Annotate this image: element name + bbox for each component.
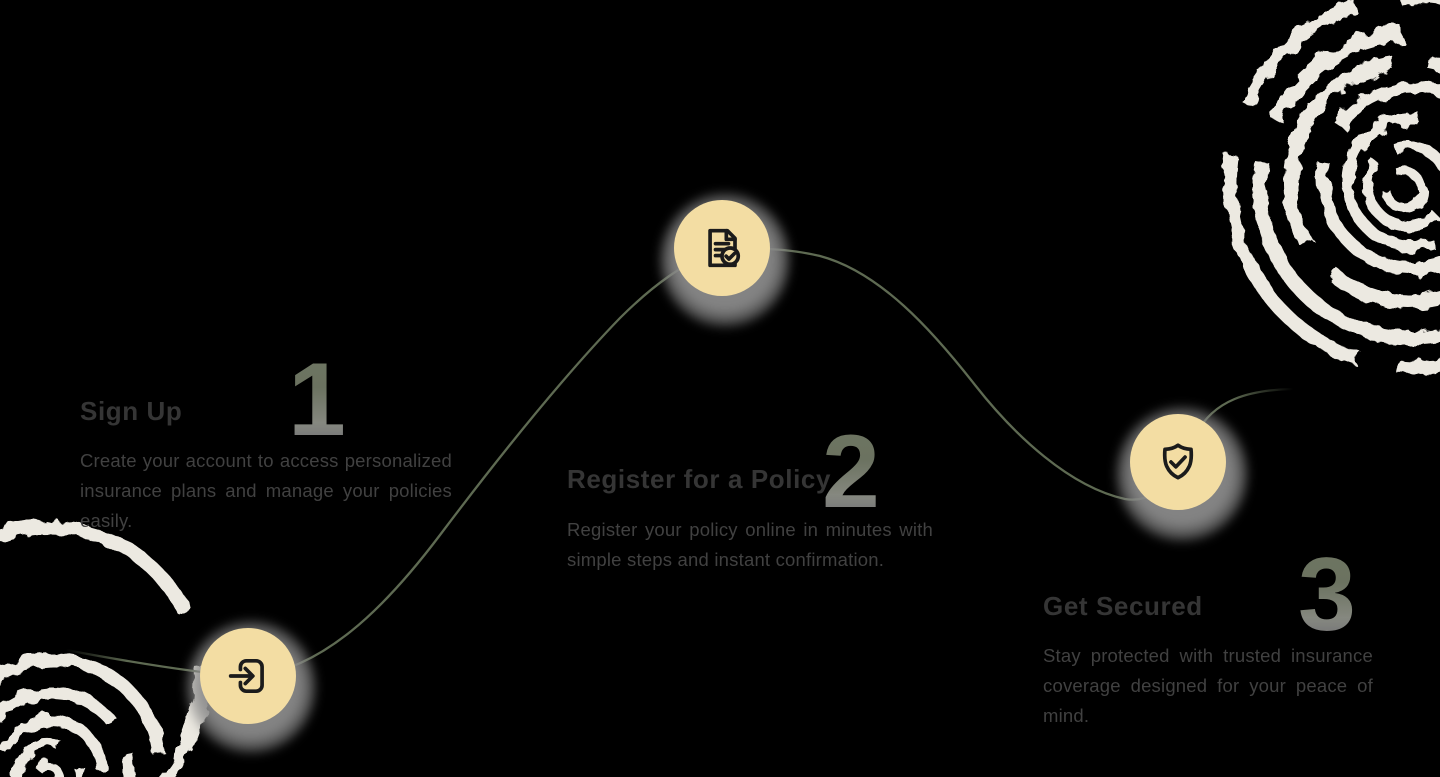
shield-check-icon	[1162, 443, 1194, 480]
step3-description: Stay protected with trusted insurance co…	[1043, 645, 1373, 726]
step3-number: 3	[1298, 537, 1356, 653]
step2-icon-circle	[674, 200, 770, 296]
step3-icon-circle	[1130, 414, 1226, 510]
step1-icon-circle	[200, 628, 296, 724]
step2-title: Register for a Policy	[567, 464, 832, 494]
step2-description: Register your policy online in minutes w…	[567, 519, 933, 570]
step1-title: Sign Up	[80, 396, 183, 426]
step3-title: Get Secured	[1043, 591, 1203, 621]
document-check-icon	[708, 228, 741, 268]
login-icon	[228, 658, 264, 694]
step1-number: 1	[288, 342, 346, 458]
step2-number: 2	[822, 414, 880, 530]
step1-description: Create your account to access personaliz…	[80, 450, 452, 531]
